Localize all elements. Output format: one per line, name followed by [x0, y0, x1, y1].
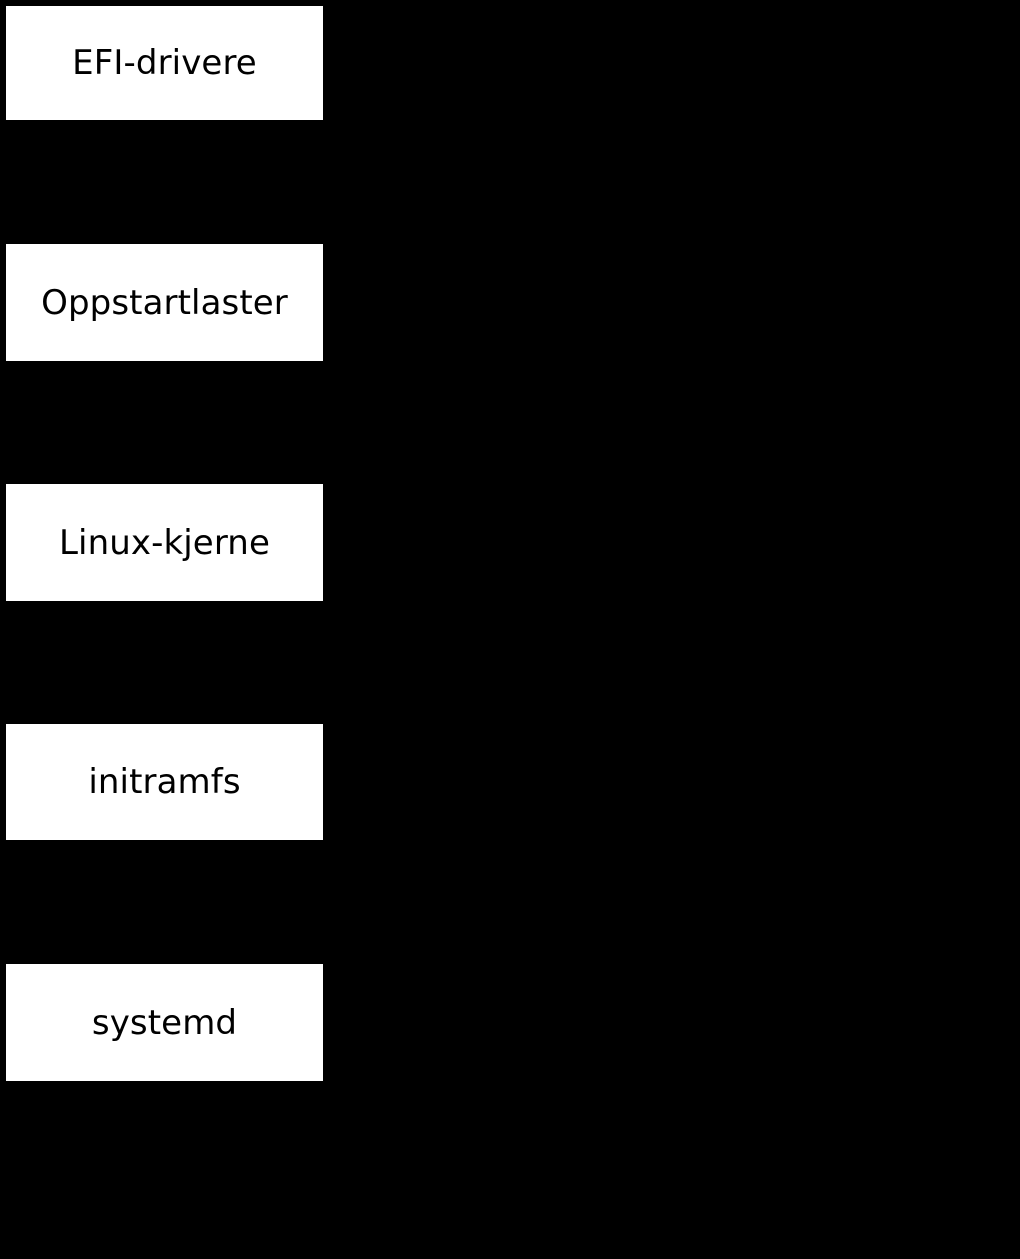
stage-box-bootloader[interactable]: Oppstartlaster [6, 244, 323, 361]
stage-box-systemd[interactable]: systemd [6, 964, 323, 1081]
stage-label-efi-drivers: EFI-drivere [72, 43, 257, 83]
stage-label-bootloader: Oppstartlaster [41, 282, 288, 323]
stage-label-linux-kernel: Linux-kjerne [59, 522, 270, 563]
stage-box-initramfs[interactable]: initramfs [6, 724, 323, 840]
stage-label-systemd: systemd [91, 1002, 238, 1043]
stage-label-initramfs: initramfs [88, 762, 241, 802]
stage-box-efi-drivers[interactable]: EFI-drivere [6, 6, 323, 120]
stage-box-linux-kernel[interactable]: Linux-kjerne [6, 484, 323, 601]
